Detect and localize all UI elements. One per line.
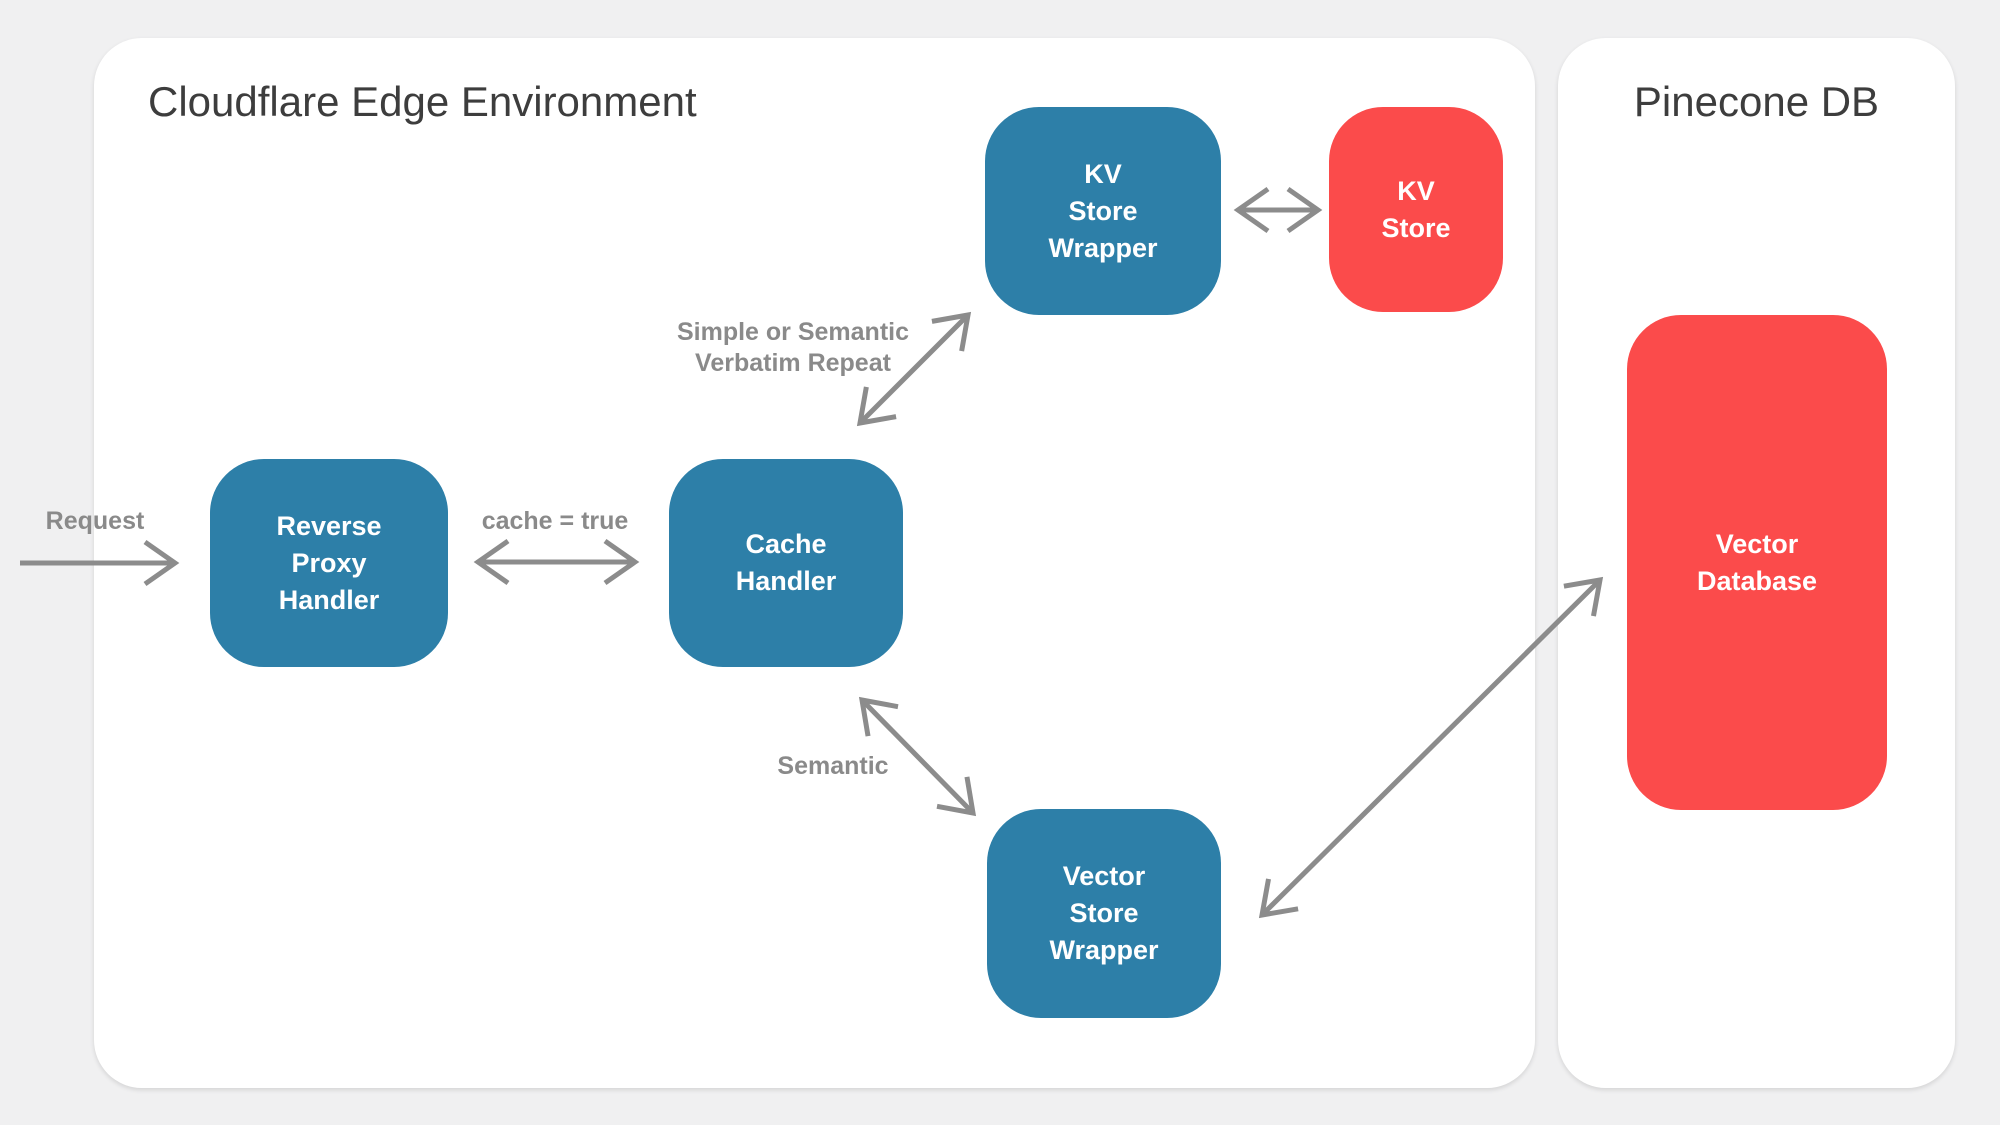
cache-true-arrow (473, 538, 640, 586)
cloudflare-card-title: Cloudflare Edge Environment (148, 78, 697, 125)
node-cache-handler: Cache Handler (669, 459, 903, 667)
semantic-label: Semantic (777, 752, 889, 780)
node-vector-store-wrapper: Vector Store Wrapper (987, 809, 1221, 1018)
vector-wrapper-vector-db-arrow (1258, 576, 1604, 919)
cache-true-label: cache = true (481, 507, 629, 535)
node-reverse-proxy-handler: Reverse Proxy Handler (210, 459, 448, 667)
node-vector-database: Vector Database (1627, 315, 1887, 810)
verbatim-repeat-label: Simple or Semantic Verbatim Repeat (676, 318, 910, 377)
request-label: Request (45, 507, 145, 535)
pinecone-card-title: Pinecone DB (1633, 78, 1880, 125)
node-kv-store-wrapper: KV Store Wrapper (985, 107, 1221, 315)
cache-kv-wrapper-arrow (856, 311, 972, 427)
node-kv-store: KV Store (1329, 107, 1503, 312)
cache-vector-wrapper-arrow (858, 696, 977, 817)
kv-wrapper-kv-store-arrow (1233, 186, 1323, 234)
request-arrow (20, 539, 180, 587)
